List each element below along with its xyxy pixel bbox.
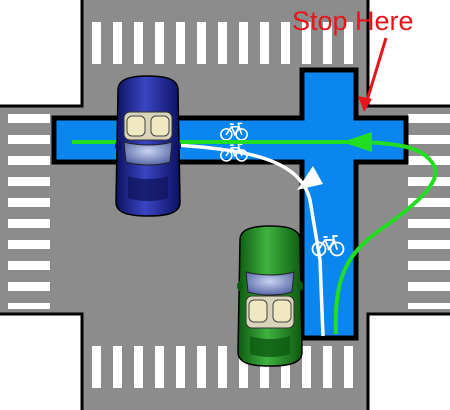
arrow-head-icon — [342, 132, 372, 152]
arrow-head-icon — [358, 96, 372, 112]
blue-car — [115, 75, 181, 217]
stop-here-label: Stop Here — [292, 6, 414, 36]
crosswalk-top — [92, 22, 353, 64]
crosswalk-bottom — [92, 346, 353, 388]
green-car — [237, 225, 303, 367]
arrow-head-icon — [297, 166, 323, 190]
white-turn-path — [175, 143, 325, 337]
crosswalk-left — [8, 114, 50, 309]
stop-here-annotation: Stop Here — [292, 6, 414, 112]
green-bike-path — [72, 132, 438, 335]
